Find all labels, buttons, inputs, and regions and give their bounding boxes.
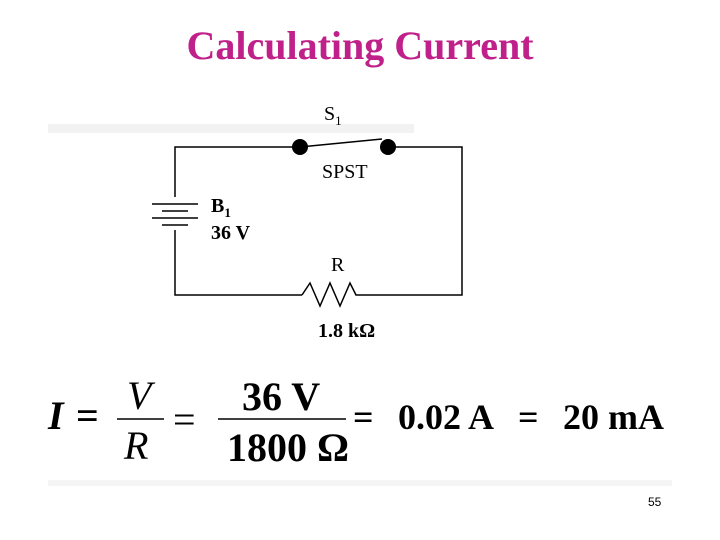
switch-lever [299, 138, 383, 148]
top-band [48, 124, 414, 133]
equation-equals-2: = [173, 397, 196, 442]
circuit-wire [174, 230, 302, 296]
resistor-label: R [331, 254, 345, 276]
switch-label: S1 [324, 103, 342, 128]
equation-equals-3: = [353, 397, 374, 437]
equation-equals-1: = [76, 393, 99, 438]
slide-title: Calculating Current [186, 23, 534, 68]
battery-voltage-label: 36 V [211, 222, 251, 244]
equation-resistance-value: 1800 Ω [227, 425, 350, 470]
bottom-band [48, 480, 672, 486]
page-number: 55 [648, 495, 662, 509]
resistor-value-label: 1.8 kΩ [318, 320, 376, 342]
equation-equals-4: = [518, 397, 539, 437]
resistor-zigzag [301, 281, 362, 308]
equation-resistance-symbol: R [124, 423, 149, 468]
switch-contact-right [380, 139, 396, 155]
equation-voltage-symbol: V [127, 373, 152, 418]
equation-result-milliamps: 20 mA [563, 397, 664, 437]
equation-current-symbol: I [48, 393, 64, 438]
circuit-wire [174, 146, 300, 197]
equation-result-amps: 0.02 A [398, 397, 495, 437]
switch-type-label: SPST [322, 161, 368, 183]
battery-label: B1 [211, 195, 231, 220]
circuit-wire [362, 146, 463, 296]
equation-voltage-value: 36 V [242, 374, 321, 419]
